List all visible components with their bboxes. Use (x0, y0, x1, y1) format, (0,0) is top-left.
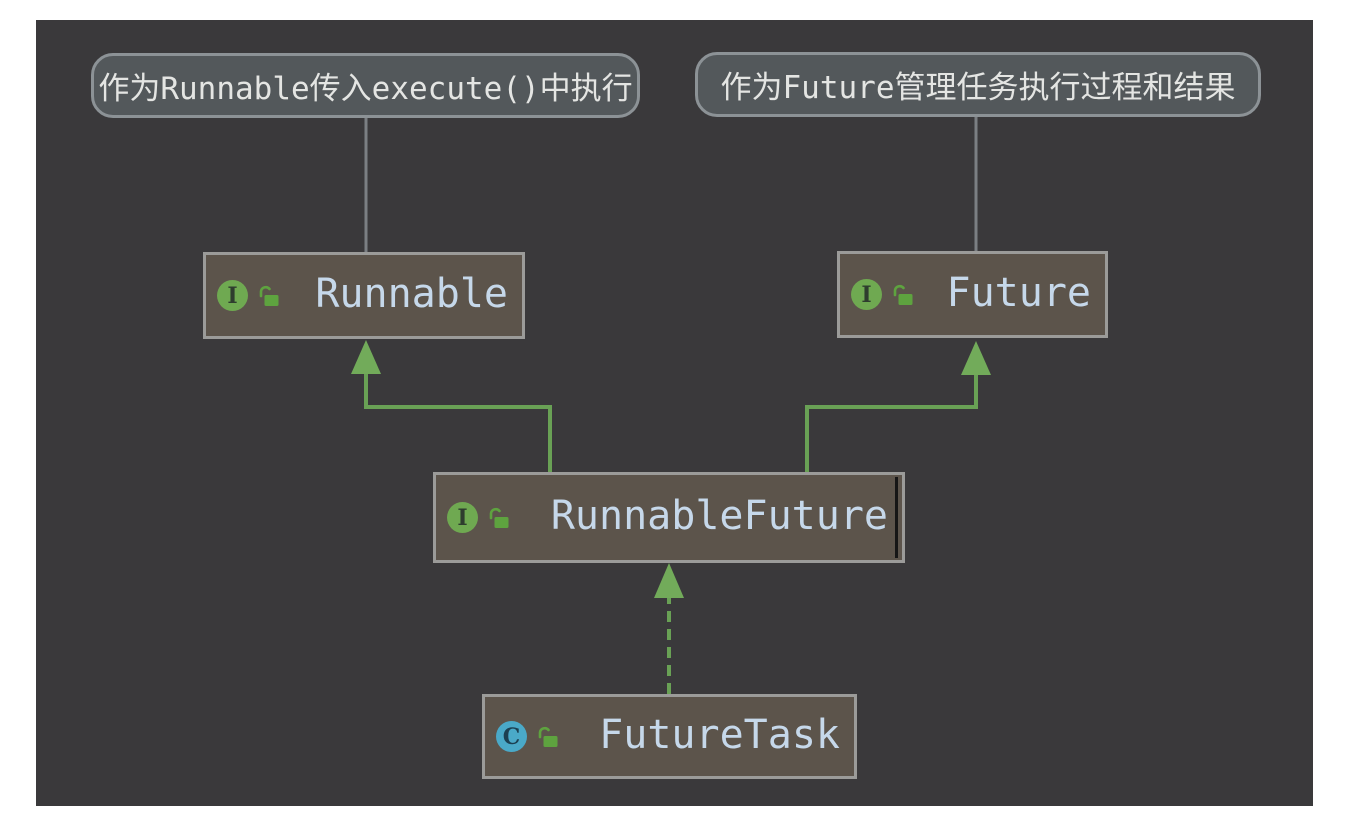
interface-icon: I (851, 279, 882, 310)
unlock-icon (259, 285, 279, 306)
node-runnable-label: Runnable (315, 270, 508, 317)
note-future[interactable]: 作为Future管理任务执行过程和结果 (695, 52, 1261, 117)
interface-icon: I (217, 280, 248, 311)
node-runnable-future[interactable]: I RunnableFuture (433, 472, 905, 563)
node-runnable-future-label: RunnableFuture (550, 492, 888, 539)
interface-icon: I (447, 502, 478, 533)
diagram-canvas[interactable] (36, 20, 1313, 806)
node-future-task-label: FutureTask (599, 711, 840, 758)
note-future-text: 作为Future管理任务执行过程和结果 (720, 70, 1236, 106)
node-runnable[interactable]: I Runnable (203, 252, 525, 339)
note-runnable[interactable]: 作为Runnable传入execute()中执行 (91, 53, 640, 118)
unlock-icon (893, 284, 913, 305)
text-caret (895, 477, 898, 558)
node-future-label: Future (946, 269, 1092, 316)
unlock-icon (489, 507, 509, 528)
unlock-icon (538, 726, 558, 747)
class-icon: C (496, 721, 527, 752)
note-runnable-text: 作为Runnable传入execute()中执行 (98, 71, 633, 107)
node-future-task[interactable]: C FutureTask (482, 694, 857, 779)
node-future[interactable]: I Future (837, 251, 1108, 338)
